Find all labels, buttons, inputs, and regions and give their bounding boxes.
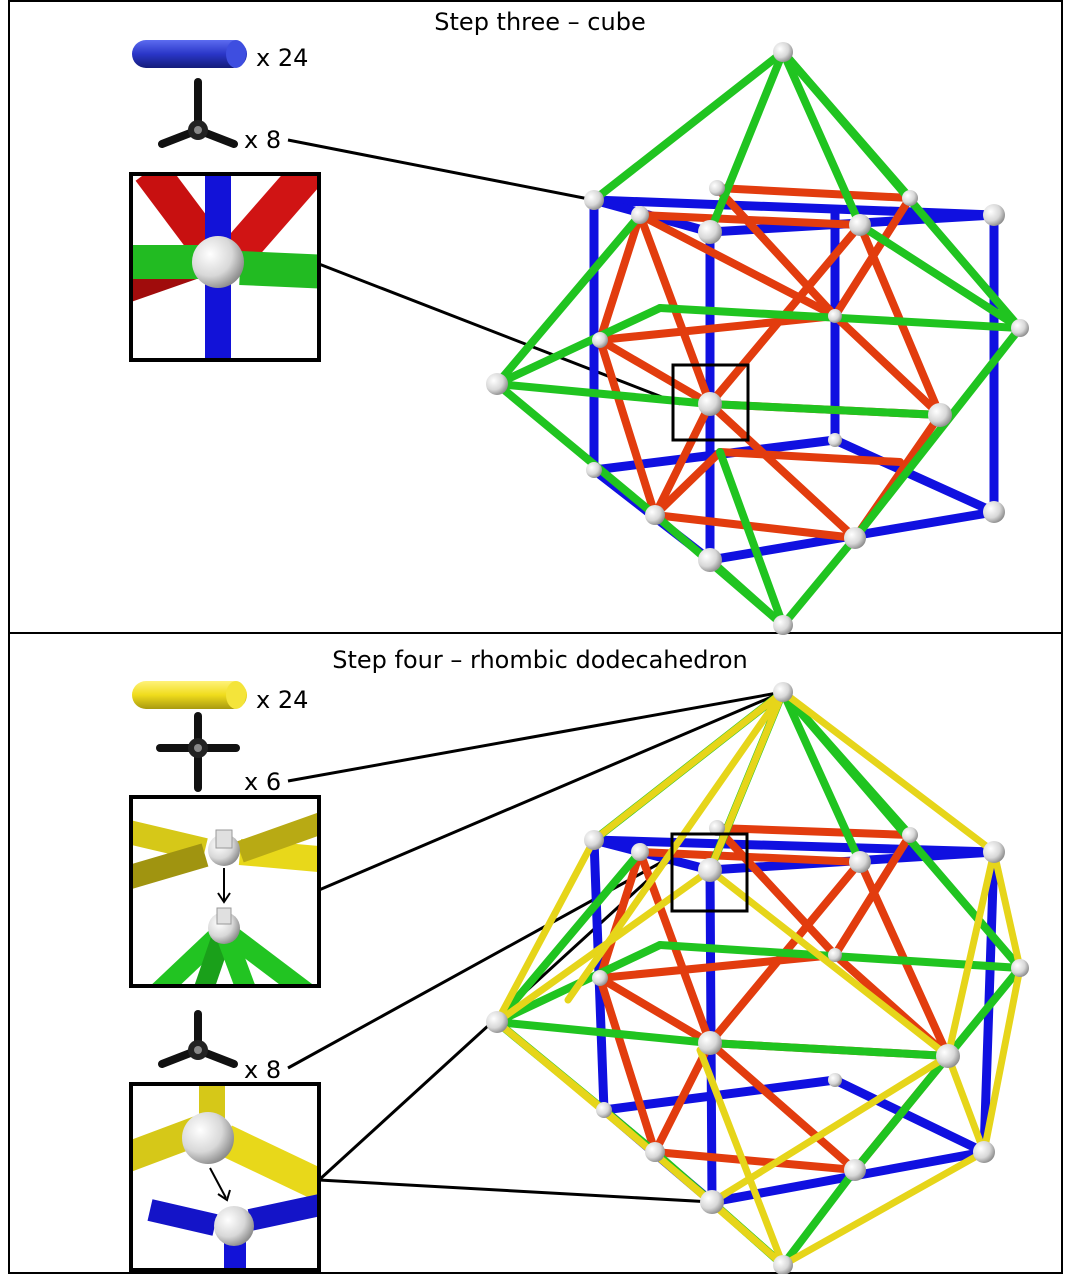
step-four-title: Step four – rhombic dodecahedron (332, 646, 747, 674)
highlight-box (671, 363, 750, 442)
inset-callout-line (318, 262, 681, 406)
connector-detail-inset (129, 172, 321, 362)
inset-callout-eight (318, 1178, 713, 1204)
highlight-box-four (670, 832, 749, 913)
connector-count-eight: x 8 (244, 1056, 281, 1084)
page-frame (8, 0, 1063, 1274)
three-way-connector-icon (158, 1010, 238, 1068)
step-three-panel: Step three – cube x 24 x 8 (129, 8, 1029, 635)
yellow-rod-icon (132, 681, 247, 709)
connector-count: x 8 (244, 126, 281, 154)
step-four-panel: Step four – rhombic dodecahedron x 24 x … (129, 646, 1029, 1274)
rhombic-dodecahedron-model (486, 682, 1029, 1274)
step-three-title: Step three – cube (434, 8, 645, 36)
four-way-detail-inset (129, 795, 321, 988)
callout-line (287, 138, 595, 202)
four-way-connector-icon (156, 712, 240, 792)
three-way-detail-inset (129, 1082, 321, 1272)
inset-callout-six (318, 690, 784, 892)
rod-count: x 24 (256, 44, 308, 72)
blue-rod-icon (132, 40, 247, 68)
cube-model (486, 42, 1029, 635)
three-way-connector-icon (158, 78, 238, 148)
rod-count-yellow: x 24 (256, 686, 308, 714)
callout-line-six (287, 690, 784, 783)
connector-count-six: x 6 (244, 768, 281, 796)
